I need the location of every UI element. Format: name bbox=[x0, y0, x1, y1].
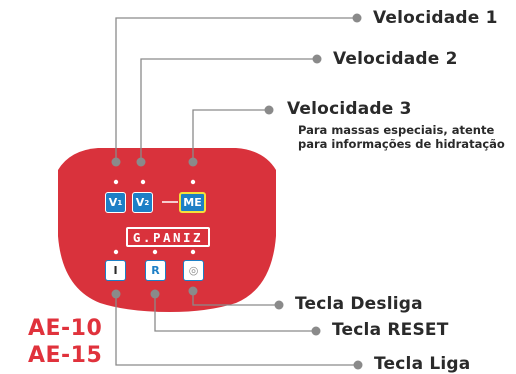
led-reset bbox=[152, 249, 158, 255]
leader-speed2 bbox=[140, 58, 315, 160]
leader-label-dots bbox=[264, 13, 363, 370]
leader-speed3 bbox=[192, 109, 267, 160]
leader-lines bbox=[115, 17, 356, 366]
led-on bbox=[113, 249, 119, 255]
indicator-leds bbox=[113, 179, 196, 255]
speed3-note: Para massas especiais, atente para infor… bbox=[298, 123, 505, 151]
label-speed3: Velocidade 3 bbox=[287, 99, 412, 119]
led-me bbox=[190, 179, 196, 185]
reset-key[interactable]: R bbox=[145, 260, 166, 281]
brand-logo: G.PANIZ bbox=[126, 227, 210, 247]
leader-speed1 bbox=[115, 17, 355, 160]
on-key[interactable]: I bbox=[105, 260, 126, 281]
label-reset-key: Tecla RESET bbox=[332, 320, 449, 340]
label-on-key: Tecla Liga bbox=[374, 354, 471, 374]
speed3-me-key[interactable]: ME bbox=[179, 192, 206, 213]
label-speed2: Velocidade 2 bbox=[333, 49, 458, 69]
leader-anchor-dots bbox=[111, 157, 198, 299]
leader-reset bbox=[154, 294, 314, 332]
label-speed1: Velocidade 1 bbox=[373, 8, 498, 28]
led-off bbox=[190, 249, 196, 255]
model-ae15: AE-15 bbox=[28, 343, 103, 368]
led-v1 bbox=[113, 179, 119, 185]
leader-on bbox=[115, 294, 356, 366]
label-off-key: Tecla Desliga bbox=[295, 294, 423, 314]
model-ae10: AE-10 bbox=[28, 316, 103, 341]
off-key[interactable]: ◎ bbox=[183, 260, 204, 281]
led-v2 bbox=[140, 179, 146, 185]
